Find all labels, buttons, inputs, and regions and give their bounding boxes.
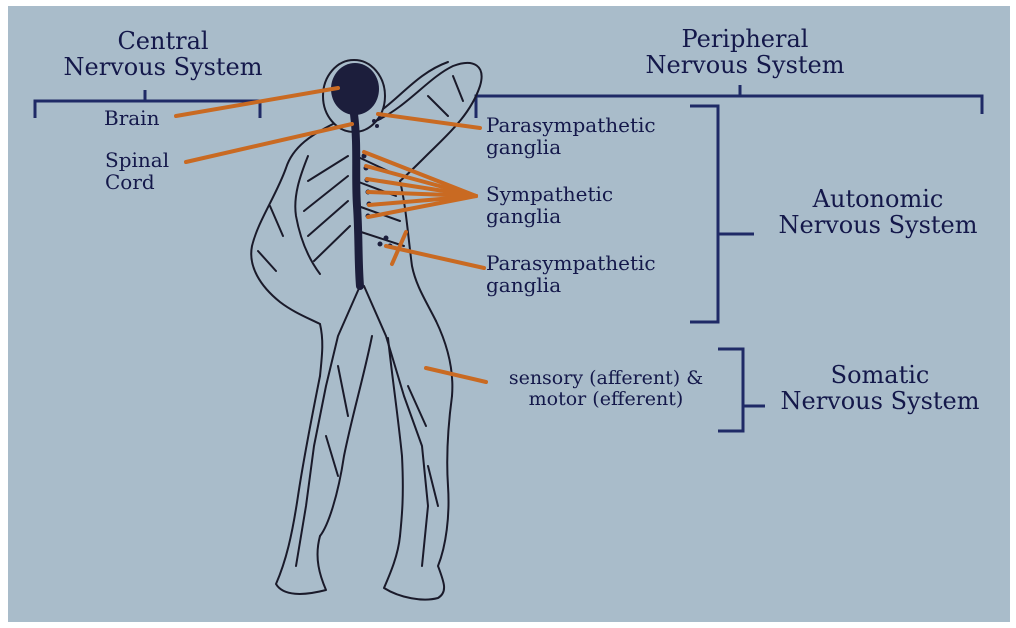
parasympathetic-2-line1: Parasympathetic	[486, 252, 656, 274]
cns-title-line1: Central	[63, 28, 263, 54]
pns-title-line2: Nervous System	[620, 52, 870, 78]
somatic-nervous-system-label: Somatic Nervous System	[760, 362, 1000, 415]
pointer-spinal-cord	[186, 124, 352, 162]
autonomic-line2: Nervous System	[753, 212, 1003, 238]
somatic-line1: Somatic	[760, 362, 1000, 388]
cns-title-line2: Nervous System	[63, 54, 263, 80]
pointer-lines	[176, 88, 486, 382]
sensory-motor-line1: sensory (afferent) &	[486, 368, 726, 389]
nervous-system-figure	[8, 6, 1010, 622]
pns-title: Peripheral Nervous System	[620, 26, 870, 79]
pns-title-line1: Peripheral	[620, 26, 870, 52]
parasympathetic-ganglia-label-2: Parasympathetic ganglia	[486, 252, 656, 296]
brain-label: Brain	[104, 107, 159, 129]
parasympathetic-1-line1: Parasympathetic	[486, 114, 656, 136]
sympathetic-line1: Sympathetic	[486, 183, 613, 205]
spinal-cord-label: Spinal Cord	[105, 149, 169, 193]
autonomic-line1: Autonomic	[753, 186, 1003, 212]
parasympathetic-1-line2: ganglia	[486, 136, 656, 158]
somatic-line2: Nervous System	[760, 388, 1000, 414]
sensory-motor-line2: motor (efferent)	[486, 389, 726, 410]
autonomic-nervous-system-label: Autonomic Nervous System	[753, 186, 1003, 239]
spinal-cord-line1: Spinal	[105, 149, 169, 171]
diagram-canvas: Central Nervous System Peripheral Nervou…	[8, 6, 1010, 622]
parasympathetic-2-line2: ganglia	[486, 274, 656, 296]
sympathetic-ganglia-label: Sympathetic ganglia	[486, 183, 613, 227]
sensory-motor-label: sensory (afferent) & motor (efferent)	[486, 368, 726, 410]
cns-title: Central Nervous System	[63, 28, 263, 81]
spinal-cord-line2: Cord	[105, 171, 169, 193]
pointer-parasympathetic-2	[386, 246, 484, 268]
pointer-sensory-motor	[426, 368, 486, 382]
brain-and-spinal-cord	[331, 63, 393, 286]
parasympathetic-ganglia-label-1: Parasympathetic ganglia	[486, 114, 656, 158]
ans-bracket	[690, 106, 754, 322]
sympathetic-line2: ganglia	[486, 205, 613, 227]
